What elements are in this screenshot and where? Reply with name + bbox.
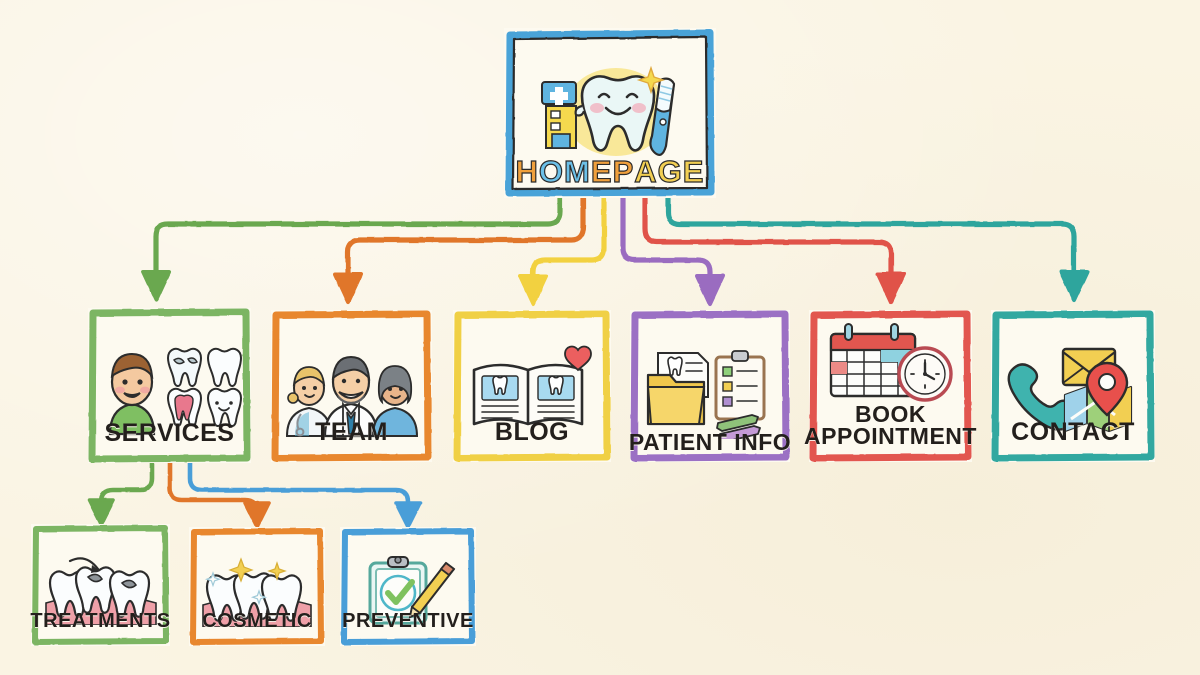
node-homepage[interactable]: HOMEPAGE [504,28,716,198]
clock-icon [896,346,953,402]
smiling-tooth-icon [574,75,656,152]
services-label: SERVICES [104,419,235,447]
connector-services-treatments [87,460,155,526]
white-tooth-icon [205,571,303,622]
connector-services-preventive [187,460,422,529]
folder-icon [646,373,706,426]
treatments-illustration [27,524,174,646]
node-preventive[interactable]: PREVENTIVE [340,527,476,646]
filling-arrow-icon [68,557,100,573]
cosmetic-label: COSMETIC [202,610,312,632]
connector-homepage-contact [665,195,1089,302]
happy-tooth-icon [206,387,242,427]
connector-homepage-book-appointment [642,195,906,304]
blog-illustration [447,310,617,462]
sparkle-icon [204,556,287,605]
cosmetic-illustration [185,527,329,646]
sparkle-icon [636,65,666,95]
node-team[interactable]: TEAM [271,310,432,462]
heart-icon [564,345,592,372]
node-treatments[interactable]: TREATMENTS [30,524,171,646]
preventive-illustration [336,527,480,646]
preventive-label: PREVENTIVE [342,610,474,632]
homepage-label: HOMEPAGE [515,153,705,189]
pencil-icon [408,561,456,618]
patient-info-illustration [624,310,796,462]
node-blog[interactable]: BLOG [453,310,611,462]
hygienist-icon [285,366,332,437]
cavity-tooth-icon [48,566,150,618]
connector-homepage-services [141,195,563,302]
node-cosmetic[interactable]: COSMETIC [189,527,325,646]
contact-label: CONTACT [1011,418,1135,446]
contact-illustration [985,310,1161,462]
clinic-building-icon [541,81,577,149]
green-check-icon [379,574,417,611]
node-patient-info[interactable]: PATIENT INFO [628,310,792,462]
toothbrush-icon [649,77,676,156]
open-book-icon [472,363,584,426]
blog-label: BLOG [494,418,570,446]
calendar-icon [829,323,916,398]
phone-handset-icon [1007,363,1077,431]
assistant-icon [371,365,418,437]
team-label: TEAM [315,418,388,446]
tooth-cross-section-icon [166,387,202,427]
node-services[interactable]: SERVICES [88,308,251,463]
pencil-icon [716,414,761,439]
healthy-tooth-icon [206,347,242,387]
map-pin-icon [1085,361,1129,417]
node-contact[interactable]: CONTACT [991,310,1155,462]
connector-homepage-team [333,195,586,304]
patient-info-label: PATIENT INFO [628,429,792,455]
team-illustration [265,310,438,462]
clipboard-checklist-icon [714,350,766,421]
connector-services-cosmetic [167,460,271,529]
treatments-label: TREATMENTS [30,610,171,632]
connector-homepage-patient-info [620,195,725,306]
book-appointment-illustration [803,310,978,462]
filled-tooth-icon [166,347,202,387]
services-illustration [82,308,257,463]
connector-homepage-blog [518,195,607,306]
homepage-illustration [504,28,716,198]
smiling-patient-icon [108,352,155,435]
